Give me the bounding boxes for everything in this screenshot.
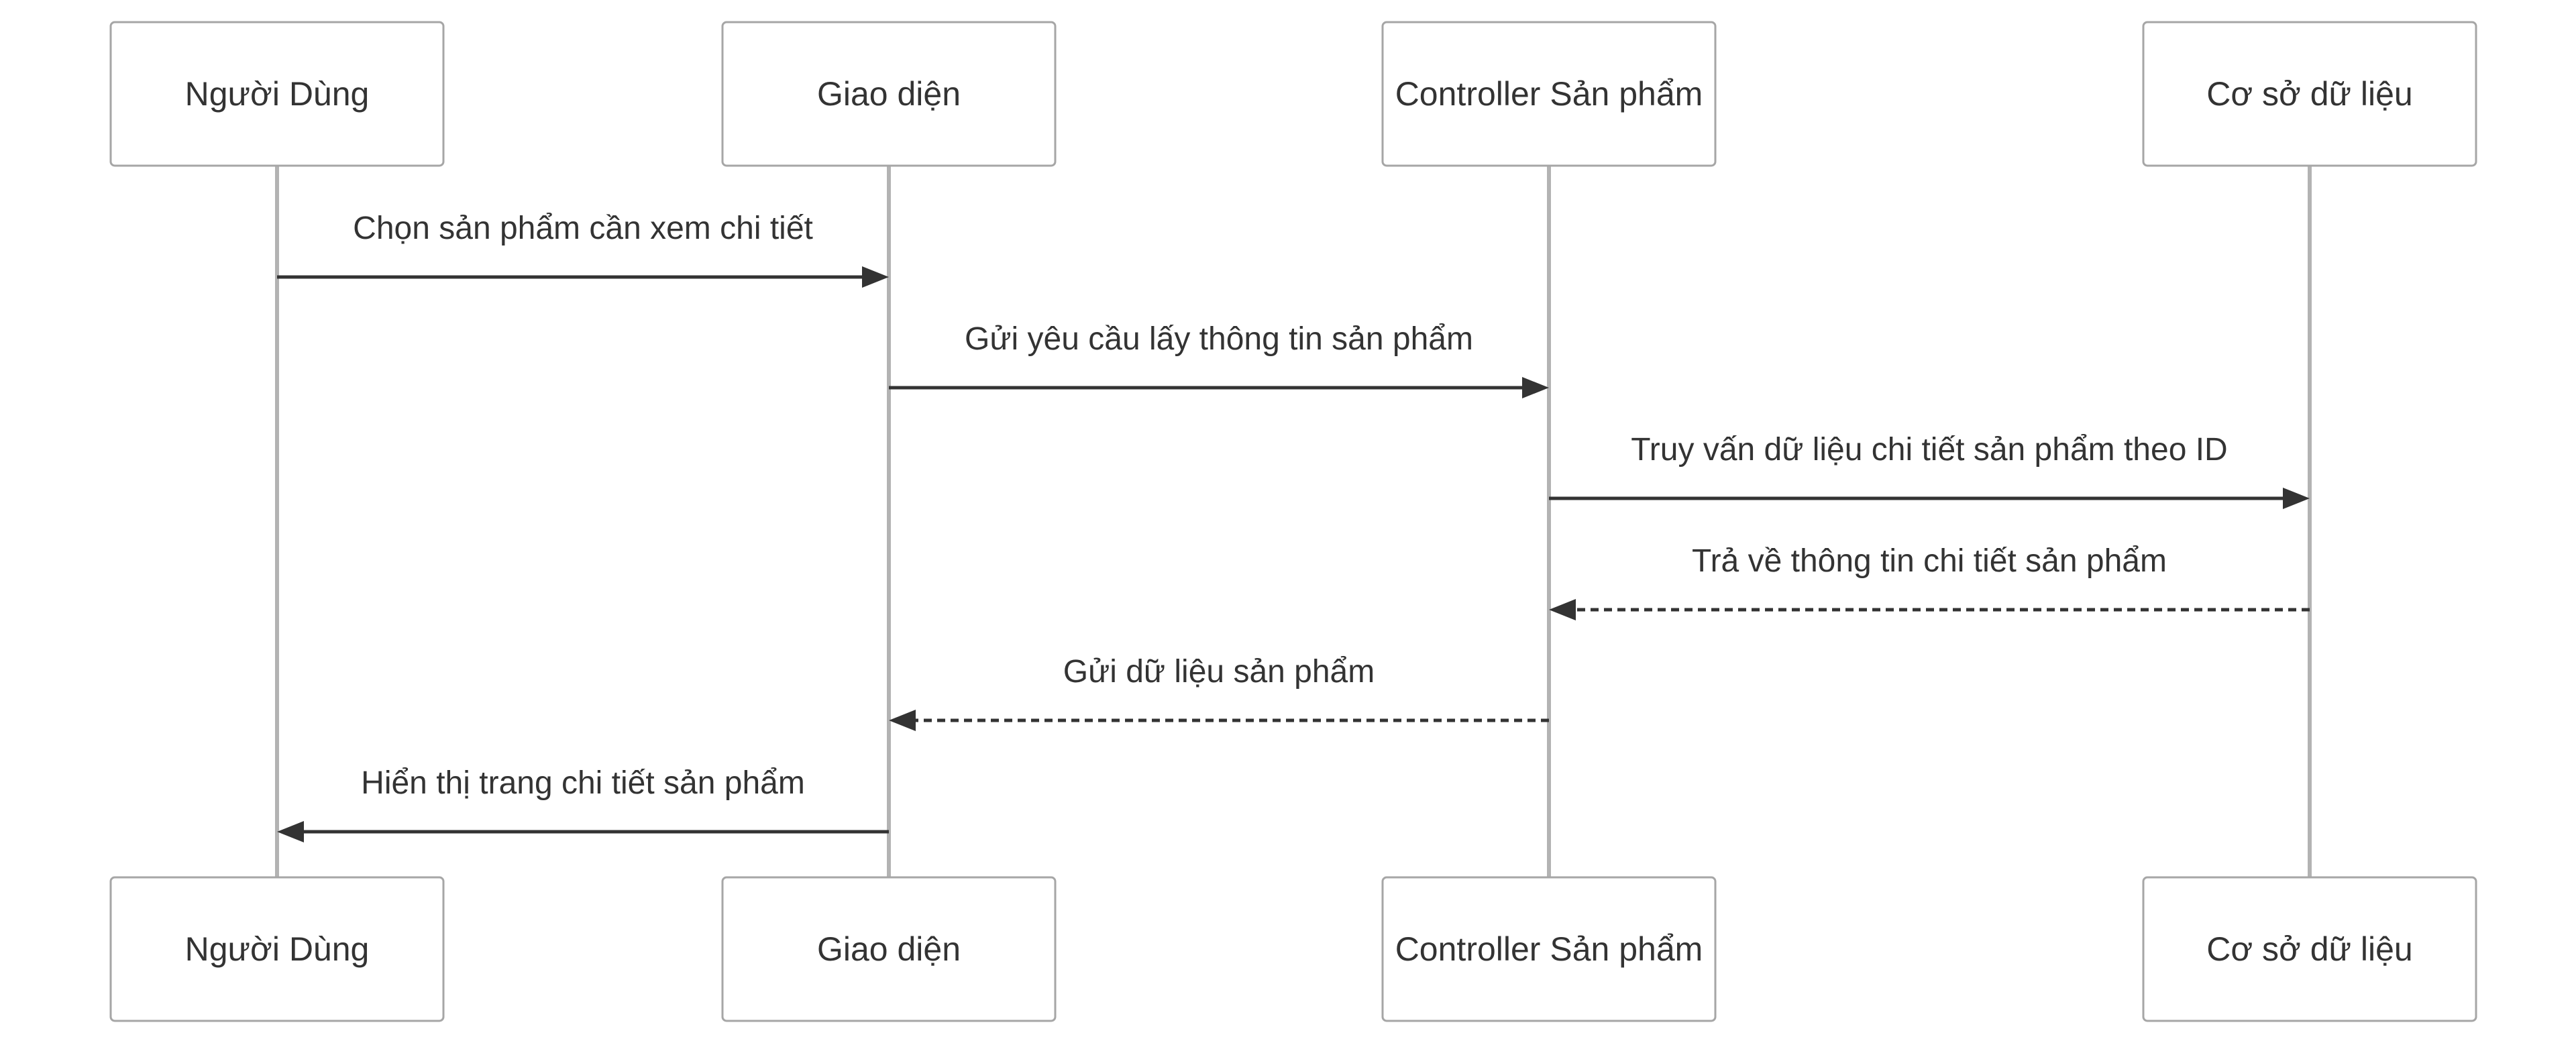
- participant-label: Giao diện: [817, 930, 961, 968]
- arrow-head-icon: [2283, 488, 2310, 509]
- message-label: Trả về thông tin chi tiết sản phẩm: [1692, 543, 2167, 579]
- message-2: Gửi yêu cầu lấy thông tin sản phẩm: [889, 321, 1549, 398]
- participant-box: [721, 21, 1057, 167]
- participant-label: Controller Sản phẩm: [1395, 75, 1703, 113]
- participant-controller-bottom: Controller Sản phẩm: [1381, 876, 1717, 1022]
- participant-label: Cơ sở dữ liệu: [2206, 75, 2412, 113]
- participant-box: [1381, 21, 1717, 167]
- participant-box: [2142, 876, 2477, 1022]
- arrow-head-icon: [889, 710, 916, 731]
- message-label: Truy vấn dữ liệu chi tiết sản phẩm theo …: [1631, 432, 2227, 468]
- participant-box: [2142, 21, 2477, 167]
- participant-user-top: Người Dùng: [109, 21, 445, 167]
- message-6: Hiển thị trang chi tiết sản phẩm: [277, 765, 889, 842]
- participant-label: Cơ sở dữ liệu: [2206, 930, 2412, 968]
- arrow-head-icon: [862, 266, 889, 288]
- participant-ui-bottom: Giao diện: [721, 876, 1057, 1022]
- message-label: Gửi dữ liệu sản phẩm: [1063, 654, 1375, 690]
- arrow-head-icon: [1549, 599, 1576, 620]
- participant-label: Người Dùng: [185, 930, 370, 968]
- participant-label: Controller Sản phẩm: [1395, 930, 1703, 968]
- message-5: Gửi dữ liệu sản phẩm: [889, 654, 1549, 731]
- participant-box: [721, 876, 1057, 1022]
- participant-db-top: Cơ sở dữ liệu: [2142, 21, 2477, 167]
- participant-box: [109, 876, 445, 1022]
- message-label: Hiển thị trang chi tiết sản phẩm: [361, 765, 805, 801]
- message-label: Gửi yêu cầu lấy thông tin sản phẩm: [965, 321, 1473, 357]
- arrow-head-icon: [277, 821, 304, 842]
- participant-label: Giao diện: [817, 75, 961, 113]
- participant-box: [1381, 876, 1717, 1022]
- message-1: Chọn sản phẩm cần xem chi tiết: [277, 211, 889, 288]
- message-3: Truy vấn dữ liệu chi tiết sản phẩm theo …: [1549, 432, 2310, 509]
- participant-controller-top: Controller Sản phẩm: [1381, 21, 1717, 167]
- participant-box: [109, 21, 445, 167]
- participant-ui-top: Giao diện: [721, 21, 1057, 167]
- participant-db-bottom: Cơ sở dữ liệu: [2142, 876, 2477, 1022]
- message-label: Chọn sản phẩm cần xem chi tiết: [353, 211, 813, 246]
- participant-label: Người Dùng: [185, 75, 370, 113]
- arrow-head-icon: [1522, 377, 1549, 398]
- message-4: Trả về thông tin chi tiết sản phẩm: [1549, 543, 2310, 620]
- lifelines: [275, 166, 2312, 877]
- participant-user-bottom: Người Dùng: [109, 876, 445, 1022]
